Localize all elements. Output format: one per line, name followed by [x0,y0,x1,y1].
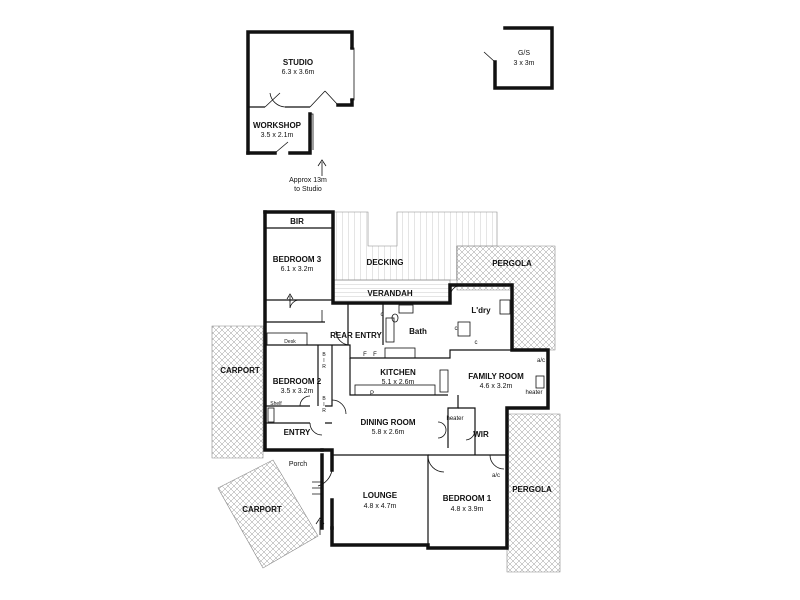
bir2-char-2: I [323,358,324,364]
bir2-char-3: R [322,364,326,370]
lounge-name: LOUNGE [363,491,398,500]
pergola-top-label: PERGOLA [492,259,532,268]
outdoor-areas: DECKING VERANDAH PERGOLA PERGOLA CARPORT… [211,211,561,573]
kitchen-dim: 5.1 x 2.6m [382,379,415,386]
carport-left-label: CARPORT [220,366,260,375]
bedroom1-dim: 4.8 x 3.9m [451,506,484,513]
bedroom2-dim: 3.5 x 3.2m [281,388,314,395]
studio-dim: 6.3 x 3.6m [282,69,315,76]
porch-label: Porch [289,461,307,468]
bedroom1-ac-label: a/c [492,473,500,479]
wir-label: WIR [473,430,489,439]
workshop-dim: 3.5 x 2.1m [261,132,294,139]
bedroom3-name: BEDROOM 3 [273,255,322,264]
approx-line1: Approx 13m [289,177,327,184]
pantry-label: P [370,391,374,397]
bir2b-char-1: B [322,396,326,402]
shelf-label: Shelf [270,401,282,407]
family-heater-label: heater [525,390,542,396]
family-dim: 4.6 x 3.2m [480,383,513,390]
laundry-cupboard-2: c [455,326,458,332]
family-ac-label: a/c [537,358,545,364]
garden-shed: G/S 3 x 3m [483,26,554,90]
studio-building: STUDIO 6.3 x 3.6m WORKSHOP 3.5 x 2.1m [246,30,355,155]
gs-name: G/S [518,50,530,57]
bir2b-char-2: I [323,402,324,408]
carport-bottom-label: CARPORT [242,505,282,514]
bir2b-char-3: R [322,408,326,414]
fridge-label-2: F [373,352,377,358]
laundry-cupboard-1: c [381,312,384,318]
rear-entry-label: REAR ENTRY [330,331,382,340]
bath-label: Bath [409,327,427,336]
fridge-label-1: F [363,352,367,358]
approx-line2: to Studio [294,186,322,193]
dining-dim: 5.8 x 2.6m [372,429,405,436]
dining-heater-label: heater [446,416,463,422]
bedroom3-dim: 6.1 x 3.2m [281,266,314,273]
family-name: FAMILY ROOM [468,372,524,381]
gs-dim: 3 x 3m [513,60,534,67]
verandah-label: VERANDAH [367,289,413,298]
studio-distance-note: Approx 13m to Studio [289,159,327,193]
bir-label: BIR [290,217,304,226]
pergola-right-label: PERGOLA [512,485,552,494]
dining-name: DINING ROOM [360,418,415,427]
laundry-label: L'dry [471,306,491,315]
bedroom1-name: BEDROOM 1 [443,494,492,503]
laundry-cupboard-3: c [475,340,478,346]
bedroom2-name: BEDROOM 2 [273,377,322,386]
room-labels: BIR BEDROOM 3 6.1 x 3.2m REAR ENTRY Bath… [270,217,545,513]
house-walls [263,210,550,550]
fixtures [266,293,545,535]
desk-label: Desk [284,339,296,345]
bir2-char-1: B [322,352,326,358]
studio-name: STUDIO [283,58,313,67]
lounge-dim: 4.8 x 4.7m [364,503,397,510]
decking-label: DECKING [367,258,404,267]
kitchen-name: KITCHEN [380,368,416,377]
entry-label: ENTRY [284,428,311,437]
workshop-name: WORKSHOP [253,121,302,130]
